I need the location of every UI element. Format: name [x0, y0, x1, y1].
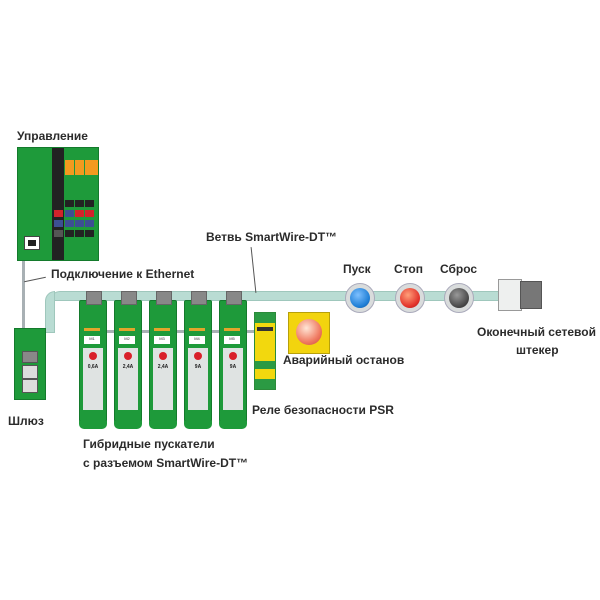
gateway-label: Шлюз — [8, 414, 44, 428]
gateway-module — [14, 328, 46, 400]
branch-pointer-line — [250, 247, 257, 293]
ethernet-label: Подключение к Ethernet — [51, 267, 195, 281]
start-label: Пуск — [343, 262, 371, 276]
estop-label: Аварийный останов — [283, 353, 405, 367]
stop-button — [395, 283, 425, 313]
terminator-label-line2: штекер — [516, 343, 559, 357]
hybrid-starter: M1 0,6A — [79, 291, 107, 429]
rj45-port-icon — [24, 236, 40, 250]
adjust-knob-icon — [89, 352, 97, 360]
hybrid-starter: M4 9A — [184, 291, 212, 429]
emergency-stop-button — [288, 312, 330, 354]
module-bus-line — [90, 330, 265, 333]
hybrid-starter: M2 2,4A — [114, 291, 142, 429]
starter-current: 9A — [229, 364, 237, 370]
psr-label: Реле безопасности PSR — [252, 403, 394, 417]
starter-tag: M1 — [84, 336, 100, 344]
stop-label: Стоп — [394, 262, 423, 276]
control-label: Управление — [17, 129, 88, 143]
branch-label: Ветвь SmartWire-DT™ — [206, 230, 338, 244]
terminator-label-line1: Оконечный сетевой — [477, 325, 596, 339]
starter-current: 2,4A — [157, 364, 169, 370]
starter-current: 2,4A — [122, 364, 134, 370]
adjust-knob-icon — [194, 352, 202, 360]
starter-tag: M5 — [224, 336, 240, 344]
smartwire-trunk-drop — [45, 291, 55, 333]
starter-current: 0,6A — [87, 364, 99, 370]
start-button — [345, 283, 375, 313]
hybrid-starter: M3 2,4A — [149, 291, 177, 429]
reset-label: Сброс — [440, 262, 478, 276]
starter-tag: M3 — [154, 336, 170, 344]
psr-safety-relay — [254, 312, 276, 390]
starters-label-line1: Гибридные пускатели — [83, 437, 215, 451]
network-terminator-plug — [498, 279, 542, 311]
adjust-knob-icon — [159, 352, 167, 360]
adjust-knob-icon — [229, 352, 237, 360]
starter-current: 9A — [194, 364, 202, 370]
adjust-knob-icon — [124, 352, 132, 360]
starters-label-line2: с разъемом SmartWire-DT™ — [83, 456, 249, 470]
controller-module — [17, 147, 99, 261]
starter-tag: M2 — [119, 336, 135, 344]
ethernet-pointer-line — [24, 276, 46, 283]
hybrid-starter: M5 9A — [219, 291, 247, 429]
starter-tag: M4 — [189, 336, 205, 344]
reset-button — [444, 283, 474, 313]
ethernet-cable — [22, 259, 25, 329]
